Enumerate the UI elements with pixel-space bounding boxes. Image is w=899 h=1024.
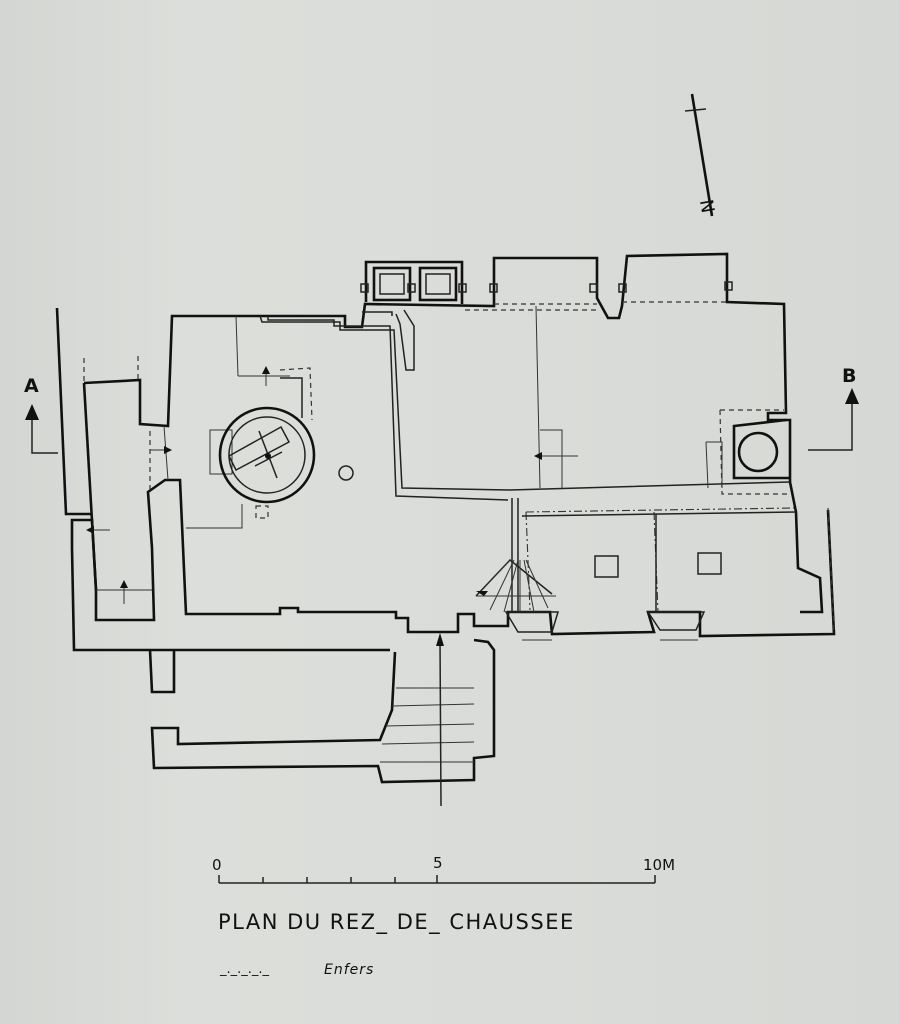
scale-tick-10m: 10M bbox=[643, 856, 675, 874]
section-label-b: B bbox=[842, 365, 856, 387]
interior-partitions bbox=[96, 305, 791, 591]
section-mark-b: B bbox=[808, 365, 859, 451]
top-towers bbox=[360, 260, 733, 305]
legend-symbol: _._._._._ bbox=[219, 962, 270, 977]
well-circle bbox=[737, 431, 779, 473]
plan-title: PLAN DU REZ_ DE_ CHAUSSEE bbox=[218, 910, 575, 935]
exterior-walls bbox=[55, 252, 836, 784]
staircase-fan bbox=[475, 498, 556, 613]
flow-arrows bbox=[86, 366, 578, 604]
entrance-steps bbox=[380, 633, 475, 807]
scale-tick-0: 0 bbox=[212, 856, 222, 874]
section-mark-a: A bbox=[24, 375, 58, 454]
scale-tick-5: 5 bbox=[433, 854, 443, 872]
millstone bbox=[209, 406, 354, 519]
legend: _._._._._ Enfers bbox=[219, 962, 374, 978]
legend-text: Enfers bbox=[324, 962, 374, 978]
enfers-vaults bbox=[504, 507, 797, 641]
scale-bar: 0 5 10M bbox=[212, 854, 675, 884]
north-arrow: N bbox=[684, 93, 718, 217]
tower-window-right bbox=[418, 266, 458, 302]
dashed-outlines bbox=[83, 356, 835, 635]
section-label-a: A bbox=[24, 375, 39, 397]
north-label: N bbox=[695, 198, 718, 215]
small-well-circle bbox=[338, 465, 354, 481]
